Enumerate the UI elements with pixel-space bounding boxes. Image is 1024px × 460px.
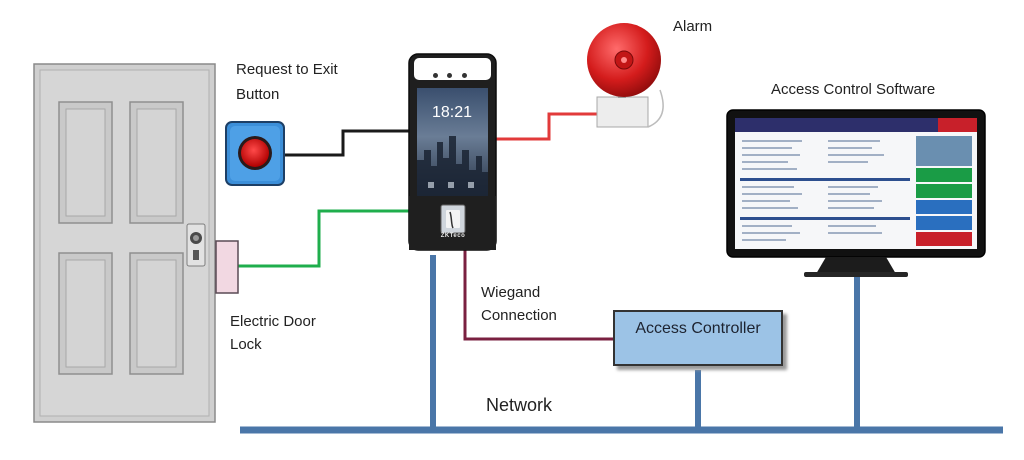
door-icon [33,63,216,423]
door-lock-label-line2: Lock [230,336,262,353]
request-exit-label-line1: Request to Exit [236,61,338,78]
monitor-icon [726,109,986,277]
alarm-bell-icon [587,23,664,128]
alarm-wire [496,112,597,141]
wiegand-wire [463,250,613,341]
wiegand-label-line2: Connection [481,307,557,324]
door-panel-top-left [58,101,113,224]
network-bus [240,255,1003,434]
exit-button-wire [284,129,409,157]
alarm-label: Alarm [673,18,713,35]
electric-lock-icon [215,240,239,294]
exit-button-icon [225,121,285,186]
door-lock-wire [238,209,409,268]
door-lock-label-line1: Electric Door [230,313,316,330]
request-exit-label-line2: Button [236,86,280,103]
software-label: Access Control Software [771,81,936,98]
access-controller-label: Access Controller [635,320,761,337]
terminal-brand: ZKTeco [440,233,466,239]
door-handle-icon [186,223,206,267]
door-panel-bottom-left [58,252,113,375]
access-terminal-icon [408,53,497,251]
door-panel-bottom-right [129,252,184,375]
terminal-clock: 18:21 [431,104,473,121]
access-controller-box: Access Controller [613,310,783,366]
network-label: Network [486,395,553,415]
wiegand-label-line1: Wiegand [481,284,541,301]
door-panel-top-right [129,101,184,224]
